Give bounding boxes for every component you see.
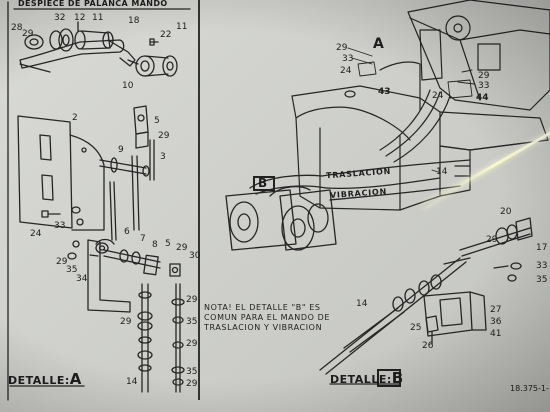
callout-b-27: 27 xyxy=(490,305,502,315)
callout-main-43: 43 xyxy=(378,87,391,97)
callout-6: 6 xyxy=(124,227,130,237)
callout-main-24: 24 xyxy=(340,66,352,76)
callout-29d: 29 xyxy=(176,243,188,253)
detail-b-letter: B xyxy=(391,369,404,387)
callout-14: 14 xyxy=(126,377,138,387)
callout-b-26: 26 xyxy=(422,341,434,351)
callout-b-17: 17 xyxy=(536,243,548,253)
note-line-3: TRASLACION Y VIBRACION xyxy=(204,323,323,332)
leaders-main xyxy=(347,47,475,173)
callout-b-29: 29 xyxy=(486,235,498,245)
cable-end-assembly xyxy=(319,217,533,375)
callout-main-33: 33 xyxy=(342,54,354,64)
callout-35: 35 xyxy=(66,265,78,275)
callout-8: 8 xyxy=(152,240,158,250)
callout-30: 30 xyxy=(189,251,201,261)
callout-main-33b: 33 xyxy=(478,81,490,91)
marker-b: B xyxy=(258,176,268,190)
cable-column-right xyxy=(171,283,185,393)
callout-10: 10 xyxy=(122,81,134,91)
callout-35b: 35 xyxy=(186,317,198,327)
callout-35c: 35 xyxy=(186,367,198,377)
clevis-top xyxy=(133,105,149,149)
callout-24: 24 xyxy=(30,229,42,239)
callout-main-29b: 29 xyxy=(478,71,490,81)
callout-11: 11 xyxy=(92,13,104,23)
callout-b-14: 14 xyxy=(356,299,368,309)
rod-linkage xyxy=(103,249,181,277)
callout-main-24b: 24 xyxy=(432,91,444,101)
callout-29: 29 xyxy=(22,29,34,39)
callout-33: 33 xyxy=(54,221,66,231)
callout-b-35: 35 xyxy=(536,275,548,285)
shaft-assembly xyxy=(99,139,155,241)
detail-a-letter: A xyxy=(69,370,82,388)
callout-5: 5 xyxy=(154,116,160,126)
callout-b-25: 25 xyxy=(410,323,422,333)
mounting-plate xyxy=(17,115,105,231)
callout-29b: 29 xyxy=(158,131,170,141)
detail-b-label: DETALLE:B xyxy=(330,371,404,386)
hydraulic-pumps xyxy=(225,174,337,251)
callout-7: 7 xyxy=(140,234,146,244)
note-line-1: NOTA! EL DETALLE "B" ES xyxy=(204,303,321,312)
callout-main-29: 29 xyxy=(336,43,348,53)
detail-a-prefix: DETALLE: xyxy=(8,374,70,387)
lever-assembly xyxy=(19,21,178,77)
callout-b-36: 36 xyxy=(490,317,502,327)
detail-b-prefix: DETALLE: xyxy=(330,373,392,386)
callout-22: 22 xyxy=(160,30,172,40)
machine-body xyxy=(291,0,550,211)
callout-5b: 5 xyxy=(165,239,171,249)
note-block: NOTA! EL DETALLE "B" ES COMUN PARA EL MA… xyxy=(204,303,330,333)
callout-9: 9 xyxy=(118,145,124,155)
reference-code: 18.375-1- xyxy=(510,384,549,393)
callout-2: 2 xyxy=(72,113,78,123)
callout-29g: 29 xyxy=(186,339,198,349)
fasteners-left xyxy=(41,206,84,260)
cable-column-left xyxy=(137,283,153,393)
callout-18: 18 xyxy=(128,16,140,26)
callout-11b: 11 xyxy=(176,22,188,32)
lower-bracket xyxy=(87,238,131,313)
control-cables xyxy=(321,159,471,201)
callout-12: 12 xyxy=(74,13,86,23)
marker-shapes xyxy=(253,176,401,387)
callout-29c: 29 xyxy=(56,257,68,267)
callout-32: 32 xyxy=(54,13,66,23)
callout-34: 34 xyxy=(76,274,88,284)
callout-b-20: 20 xyxy=(500,207,512,217)
callout-29e: 29 xyxy=(186,295,198,305)
detail-a-label: DETALLE:A xyxy=(8,372,82,387)
callout-3: 3 xyxy=(160,152,166,162)
note-line-2: COMUN PARA EL MANDO DE xyxy=(204,313,331,322)
sheet-title: DESPIECE DE PALANCA MANDO xyxy=(18,0,168,8)
callout-main-44: 44 xyxy=(476,93,489,103)
callout-28: 28 xyxy=(11,23,23,33)
marker-a: A xyxy=(373,36,384,52)
detail-a-panel xyxy=(8,0,200,400)
callout-main-14: 14 xyxy=(436,167,448,177)
callout-b-33: 33 xyxy=(536,261,548,271)
callout-29f: 29 xyxy=(120,317,132,327)
callout-b-41: 41 xyxy=(490,329,502,339)
callout-29h: 29 xyxy=(186,379,198,389)
